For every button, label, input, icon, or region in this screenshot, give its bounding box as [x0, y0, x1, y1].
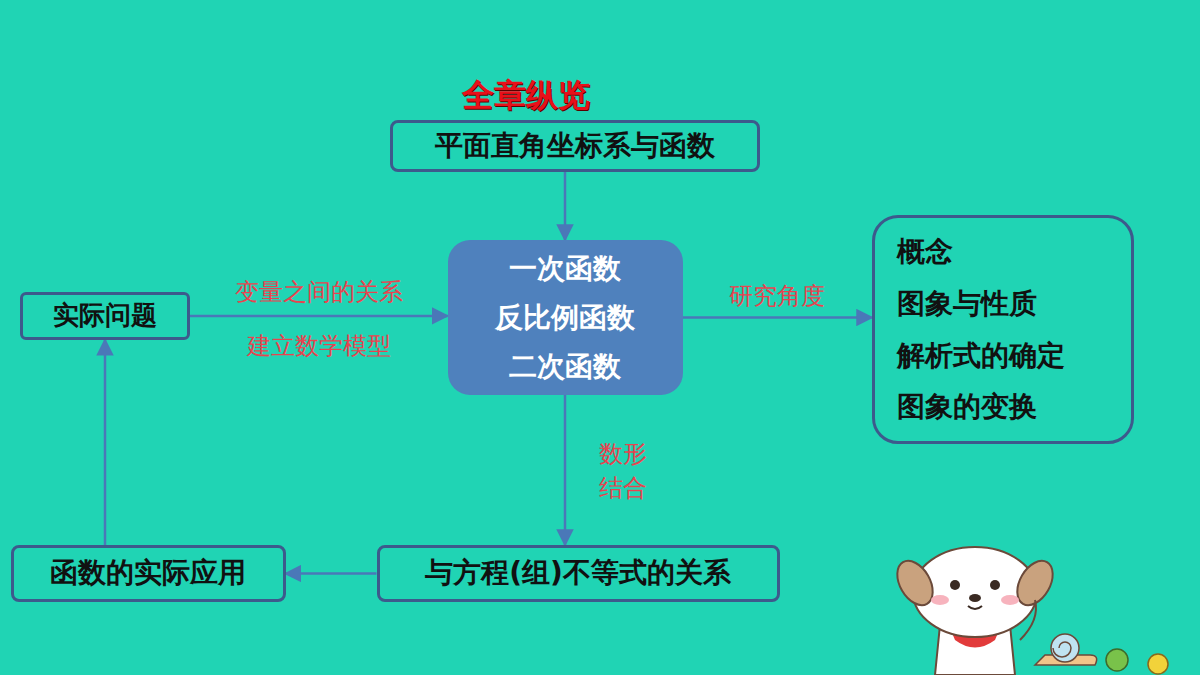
aspect-item: 图象与性质 — [897, 278, 1037, 330]
research-aspects-box: 概念图象与性质解析式的确定图象的变换 — [872, 215, 1134, 444]
puppy — [890, 547, 1060, 675]
node-text: 二次函数 — [509, 342, 621, 391]
node-text: 平面直角坐标系与函数 — [435, 128, 715, 164]
snail — [1035, 634, 1168, 674]
aspect-item: 解析式的确定 — [897, 330, 1065, 382]
problem-box: 实际问题 — [20, 292, 190, 340]
edge-label: 研究角度 — [729, 280, 825, 312]
node-text: 一次函数 — [509, 244, 621, 293]
arrow-connector — [286, 572, 377, 575]
edge-label: 变量之间的关系 — [235, 276, 403, 308]
arrow-connector — [190, 315, 448, 318]
topic-box: 平面直角坐标系与函数 — [390, 120, 760, 172]
relation-box: 与方程(组)不等式的关系 — [377, 545, 780, 602]
page-title: 全章纵览 — [462, 74, 590, 118]
node-text: 与方程(组)不等式的关系 — [425, 555, 731, 591]
aspect-item: 图象的变换 — [897, 381, 1037, 433]
node-text: 实际问题 — [53, 299, 157, 333]
node-text: 函数的实际应用 — [50, 555, 246, 591]
model-label: 建立数学模型 — [247, 330, 391, 362]
edge-label: 数形结合 — [599, 438, 647, 505]
node-text: 反比例函数 — [495, 293, 635, 342]
application-box: 函数的实际应用 — [11, 545, 286, 602]
arrow-connector — [564, 395, 567, 545]
aspect-item: 概念 — [897, 226, 953, 278]
arrow-connector — [104, 340, 107, 545]
arrow-connector — [564, 172, 567, 240]
arrow-connector — [683, 316, 873, 319]
function-types-box: 一次函数反比例函数二次函数 — [448, 240, 683, 395]
